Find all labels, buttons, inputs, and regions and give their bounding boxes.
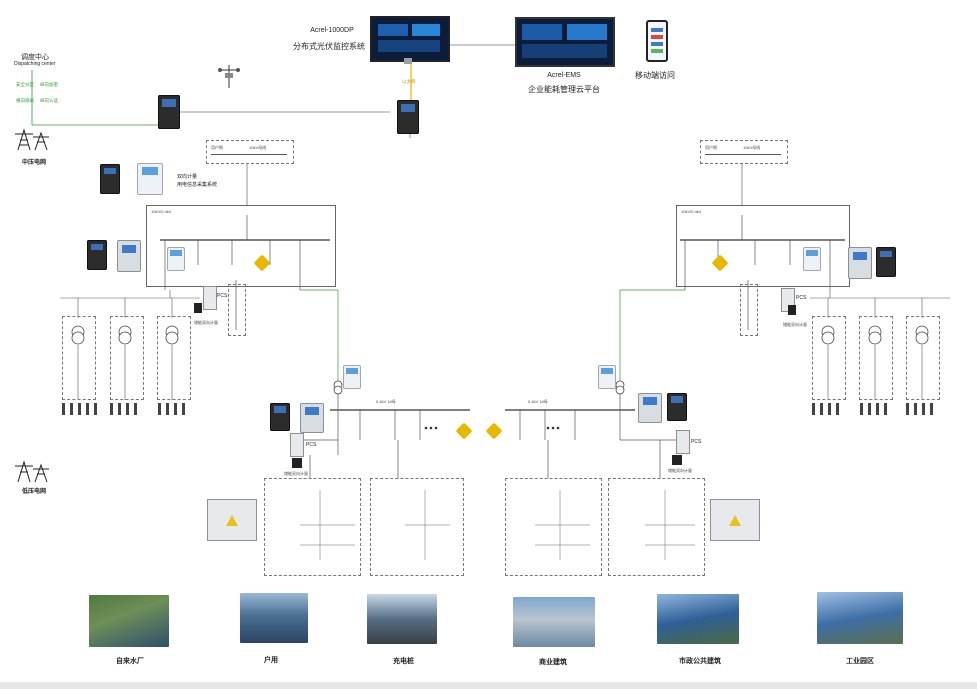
scenario-label-1: 自来水厂 <box>116 658 144 665</box>
feeder-cabinet-left-3 <box>157 316 191 400</box>
monitor-system-name: Acrel-1000DP <box>310 27 354 34</box>
left-ac-bus-label: 10kV/0.4kV <box>151 209 172 214</box>
scenario-label-6: 工业园区 <box>846 658 874 665</box>
right-substation-box: 10kV/0.4kV <box>676 205 850 287</box>
right-user-side-label: 用户侧 <box>705 145 717 150</box>
battery-lower-left <box>292 458 302 468</box>
protection-relay-lv-left <box>270 403 290 431</box>
pv-protection-device-left <box>117 240 141 272</box>
storage-meter-lower-right: 储能双向计量 <box>668 468 692 473</box>
battery-upper-right <box>788 305 796 315</box>
metering-line2: 用电信息采集系统 <box>177 182 218 188</box>
scenario-label-2: 户用 <box>264 657 278 664</box>
left-grid-side-label: 10kV母线 <box>249 145 267 150</box>
scenario-label-3: 充电桩 <box>393 658 414 665</box>
dispatch-vertical-encrypt: 横向隔离 <box>16 98 34 103</box>
right-top-busbar-box: 用户侧 10kV母线 <box>700 140 788 164</box>
low-voltage-grid-label: 低压电网 <box>22 489 47 495</box>
storage-meter-upper-left: 储能双向计量 <box>194 320 218 325</box>
left-substation-box: 10kV/0.4kV <box>146 205 336 287</box>
pcs-label-upper-right: PCS <box>796 295 807 301</box>
protection-relay-left <box>87 240 107 270</box>
storage-branch-upper-right <box>740 284 758 336</box>
protection-relay-top-left <box>100 164 120 194</box>
grid-tower-icons <box>15 128 49 483</box>
feeder-cabinet-left-1 <box>62 316 96 400</box>
pcs-cabinet-lower-left <box>290 433 304 457</box>
weather-station-icon <box>218 65 240 88</box>
dispatch-title-cn: 调度中心 <box>21 54 49 61</box>
mobile-phone-icon <box>646 20 668 62</box>
protection-relay-right <box>876 247 896 277</box>
pcs-label-lower-right: PCS <box>691 439 702 445</box>
scenario-label-4: 商业建筑 <box>539 659 567 666</box>
dispatch-isolation: 纵向加密 <box>40 82 58 87</box>
left-user-side-label: 用户侧 <box>211 145 223 150</box>
bottom-strip <box>0 682 977 689</box>
dispatch-auth: 纵向认证 <box>40 98 58 103</box>
scenario-photo-5 <box>657 594 739 644</box>
battery-lower-right <box>672 455 682 465</box>
dispatch-title-en: Dispatching center <box>14 61 56 67</box>
metering-line1: 双向计量 <box>177 174 198 180</box>
right-ac-bus-label: 10kV/0.4kV <box>681 209 702 214</box>
combiner-cabinet-left <box>207 499 257 541</box>
feeder-cabinet-right-2 <box>859 316 893 400</box>
pcs-label-lower-left: PCS <box>306 442 317 448</box>
distribution-box-1 <box>264 478 361 576</box>
monitor-system-screen <box>370 16 450 62</box>
distribution-box-4 <box>608 478 705 576</box>
storage-meter-upper-right: 储能双向计量 <box>783 322 807 327</box>
energy-meter-top-left <box>137 163 163 195</box>
lv-meter-left <box>343 365 361 389</box>
energy-meter-left-bus <box>167 247 185 271</box>
scenario-photo-3 <box>367 594 437 644</box>
dispatch-security-zone: 安全分区 <box>16 82 34 87</box>
battery-upper-left <box>194 303 202 313</box>
ethernet-label: 以太网 <box>402 79 416 84</box>
scenario-photo-6 <box>817 592 903 644</box>
monitor-stand <box>404 58 412 64</box>
scenario-photo-2 <box>240 593 308 643</box>
pcs-label-upper-left: PCS <box>217 293 228 299</box>
gateway-device-center <box>397 100 419 134</box>
mobile-access-label: 移动端访问 <box>635 71 675 80</box>
feeder-cabinet-left-2 <box>110 316 144 400</box>
pv-protection-lv-left <box>300 403 324 433</box>
gateway-device-left <box>158 95 180 129</box>
combiner-cabinet-right <box>710 499 760 541</box>
distribution-box-3 <box>505 478 602 576</box>
lv-meter-right <box>598 365 616 389</box>
energy-meter-right-bus <box>803 247 821 271</box>
distribution-box-2 <box>370 478 464 576</box>
medium-voltage-grid-label: 中压电网 <box>22 160 47 166</box>
scenario-photo-4 <box>513 597 595 647</box>
ems-platform-screen <box>515 17 615 67</box>
ems-platform-desc: 企业能耗管理云平台 <box>528 85 600 94</box>
pv-protection-device-right <box>848 247 872 279</box>
lv-bus-right-label: 0.4kV 1#母 <box>528 399 548 404</box>
feeder-cabinet-right-1 <box>812 316 846 400</box>
monitor-system-desc: 分布式光伏监控系统 <box>293 42 365 51</box>
pcs-cabinet-upper-left <box>203 286 217 310</box>
scenario-photo-1 <box>89 595 169 647</box>
right-grid-side-label: 10kV母线 <box>743 145 761 150</box>
pv-protection-lv-right <box>638 393 662 423</box>
scenario-label-5: 市政公共建筑 <box>679 658 721 665</box>
lv-bus-left-label: 0.4kV 1#母 <box>376 399 396 404</box>
left-top-busbar-box: 用户侧 10kV母线 <box>206 140 294 164</box>
storage-meter-lower-left: 储能双向计量 <box>284 471 308 476</box>
storage-branch-upper-left <box>228 284 246 336</box>
pcs-cabinet-lower-right <box>676 430 690 454</box>
protection-relay-lv-right <box>667 393 687 421</box>
feeder-cabinet-right-3 <box>906 316 940 400</box>
ems-platform-name: Acrel-EMS <box>547 72 581 79</box>
